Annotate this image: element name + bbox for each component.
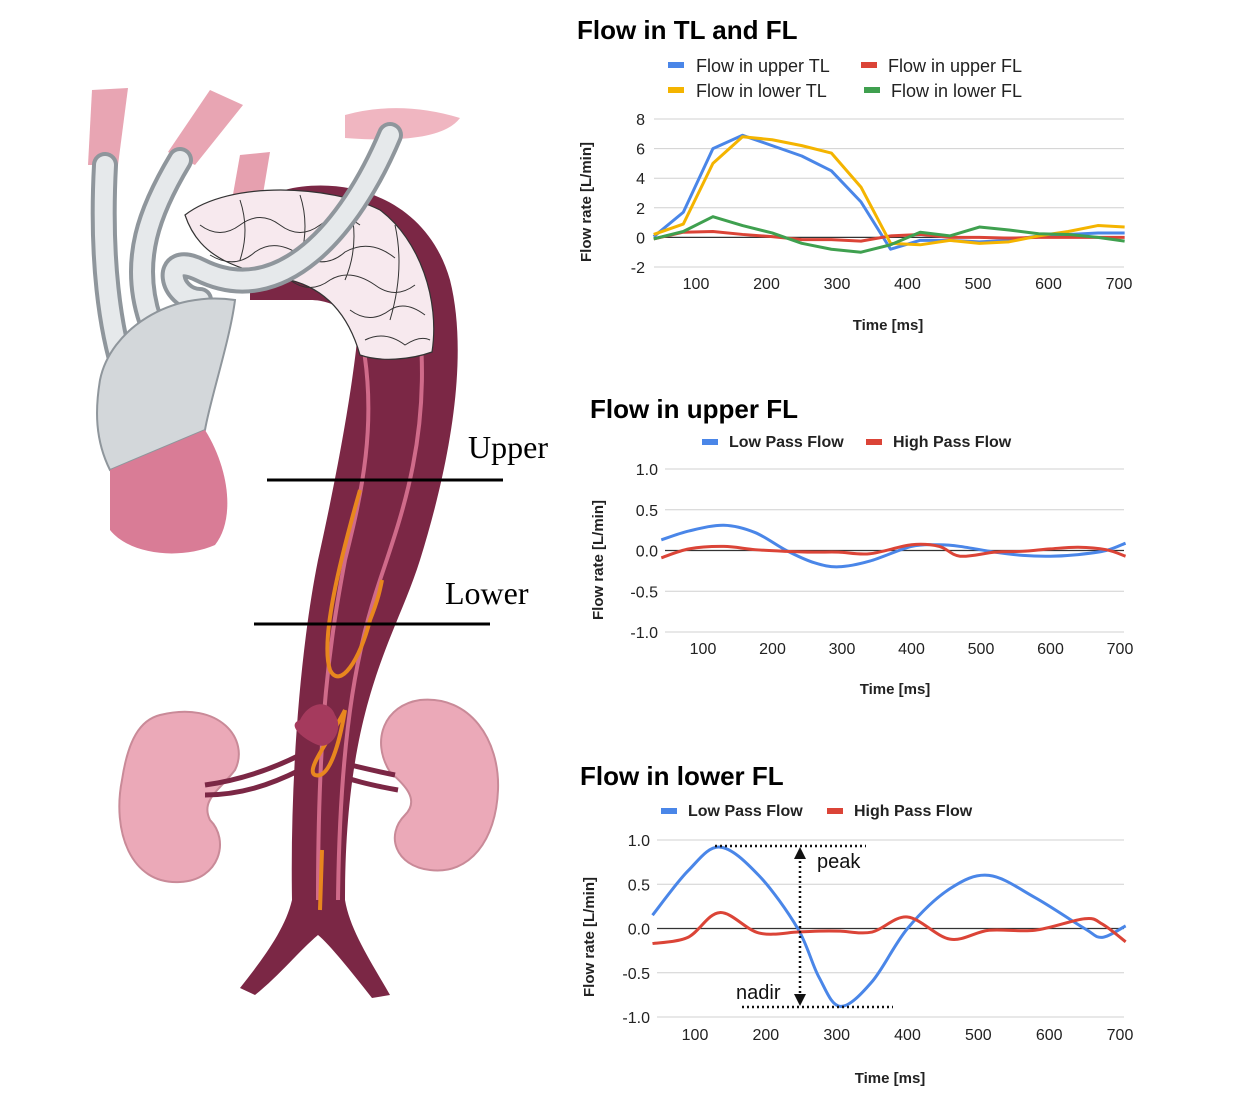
plot-area: -2 0 2 4 6 8 100 200 300 400 500 600 700 (631, 112, 1133, 293)
x-tick-label: 400 (898, 641, 925, 658)
x-tick-label: 300 (824, 276, 851, 293)
thrombus (294, 704, 339, 746)
legend-swatch (866, 439, 882, 445)
chart-lower-fl: Flow in lower FL Low Pass Flow High Pass… (580, 761, 1133, 1087)
legend-label: High Pass Flow (854, 803, 973, 820)
y-tick-label: -2 (631, 260, 645, 277)
series-line-high-pass-flow (660, 542, 1127, 560)
legend-label: Low Pass Flow (729, 434, 844, 451)
y-axis-label: Flow rate [L/min] (581, 877, 598, 997)
legend-swatch (864, 87, 880, 93)
x-tick-label: 200 (753, 276, 780, 293)
flow-arrow (325, 489, 384, 679)
native-aorta-root (110, 430, 228, 554)
series-line-flow-in-lower-tl (653, 135, 1125, 247)
y-tick-label: -1.0 (630, 625, 658, 642)
x-axis-label: Time [ms] (853, 317, 924, 334)
x-tick-label: 500 (965, 1027, 992, 1044)
chart-title: Flow in upper FL (590, 394, 798, 424)
legend-swatch (827, 808, 843, 814)
x-tick-label: 500 (968, 641, 995, 658)
graft-tube (164, 126, 399, 309)
y-tick-label: -1.0 (622, 1010, 650, 1027)
x-tick-label: 100 (683, 276, 710, 293)
y-tick-label: 0 (636, 230, 645, 247)
legend-label: Flow in lower FL (891, 81, 1022, 101)
y-tick-label: -0.5 (622, 966, 650, 983)
series-line-low-pass-flow (651, 845, 1127, 1008)
lower-label: Lower (445, 575, 529, 611)
legend-label: High Pass Flow (893, 434, 1012, 451)
series-line-high-pass-flow (652, 911, 1127, 946)
y-tick-label: 0.5 (636, 503, 658, 520)
legend-swatch (702, 439, 718, 445)
x-axis-label: Time [ms] (855, 1070, 926, 1087)
y-tick-label: -0.5 (630, 584, 658, 601)
branch-stump (232, 152, 270, 200)
nadir-label: nadir (736, 982, 781, 1004)
peak-nadir-annotation (715, 844, 893, 1009)
plot-area: -1.0 -0.5 0.0 0.5 1.0 100 200 300 400 500 600 700 (630, 462, 1133, 658)
x-tick-label: 300 (823, 1027, 850, 1044)
legend-label: Low Pass Flow (688, 803, 803, 820)
branch-stump (88, 88, 128, 165)
x-tick-label: 500 (965, 276, 992, 293)
plot-area: -1.0 -0.5 0.0 0.5 1.0 100 200 300 400 500 600 700 (622, 833, 1133, 1044)
y-tick-label: 0.0 (636, 544, 658, 561)
chart-title: Flow in lower FL (580, 761, 784, 791)
x-tick-label: 100 (690, 641, 717, 658)
legend-label: Flow in upper FL (888, 56, 1022, 76)
y-tick-label: 2 (636, 201, 645, 218)
legend-swatch (661, 808, 677, 814)
x-axis-label: Time [ms] (860, 681, 931, 698)
x-tick-label: 600 (1035, 276, 1062, 293)
chart-upper-fl: Flow in upper FL Low Pass Flow High Pass… (590, 394, 1133, 698)
flow-arrow (318, 849, 324, 911)
chart-title: Flow in TL and FL (577, 15, 798, 45)
y-tick-label: 0.0 (628, 922, 650, 939)
x-tick-label: 700 (1106, 276, 1133, 293)
x-tick-label: 300 (829, 641, 856, 658)
branch-stump (168, 90, 243, 165)
main-graft (96, 297, 237, 472)
left-kidney (118, 710, 240, 884)
y-tick-label: 8 (636, 112, 645, 129)
peak-label: peak (817, 851, 861, 873)
y-tick-label: 4 (636, 171, 645, 188)
legend-swatch (668, 87, 684, 93)
false-lumen-wall (316, 329, 371, 901)
series-line-flow-in-lower-fl (653, 215, 1125, 254)
renal-vessels (204, 752, 399, 798)
aorta (240, 185, 458, 998)
arrow-head-down (794, 994, 806, 1006)
series-line-flow-in-upper-fl (653, 229, 1125, 243)
graft-tube (132, 151, 189, 329)
x-tick-label: 400 (894, 1027, 921, 1044)
x-tick-label: 200 (759, 641, 786, 658)
legend-label: Flow in upper TL (696, 56, 830, 76)
x-tick-label: 700 (1107, 1027, 1134, 1044)
aorta-illustration: Upper Lower (88, 88, 548, 998)
x-tick-label: 400 (894, 276, 921, 293)
y-axis-label: Flow rate [L/min] (578, 142, 595, 262)
right-kidney (380, 698, 500, 872)
x-tick-label: 700 (1107, 641, 1134, 658)
y-tick-label: 1.0 (628, 833, 650, 850)
legend-label: Flow in lower TL (696, 81, 827, 101)
chart-flow-tl-fl: Flow in TL and FL Flow in upper TL Flow … (577, 15, 1132, 334)
x-tick-label: 600 (1036, 1027, 1063, 1044)
y-tick-label: 6 (636, 142, 645, 159)
legend-swatch (668, 62, 684, 68)
series-line-low-pass-flow (660, 523, 1127, 569)
x-tick-label: 600 (1037, 641, 1064, 658)
x-tick-label: 200 (752, 1027, 779, 1044)
branch-stump (345, 108, 460, 140)
arrow-head-up (794, 847, 806, 859)
x-tick-label: 100 (682, 1027, 709, 1044)
upper-label: Upper (468, 429, 548, 465)
y-tick-label: 0.5 (628, 877, 650, 894)
y-axis-label: Flow rate [L/min] (590, 500, 607, 620)
legend-swatch (861, 62, 877, 68)
y-tick-label: 1.0 (636, 462, 658, 479)
